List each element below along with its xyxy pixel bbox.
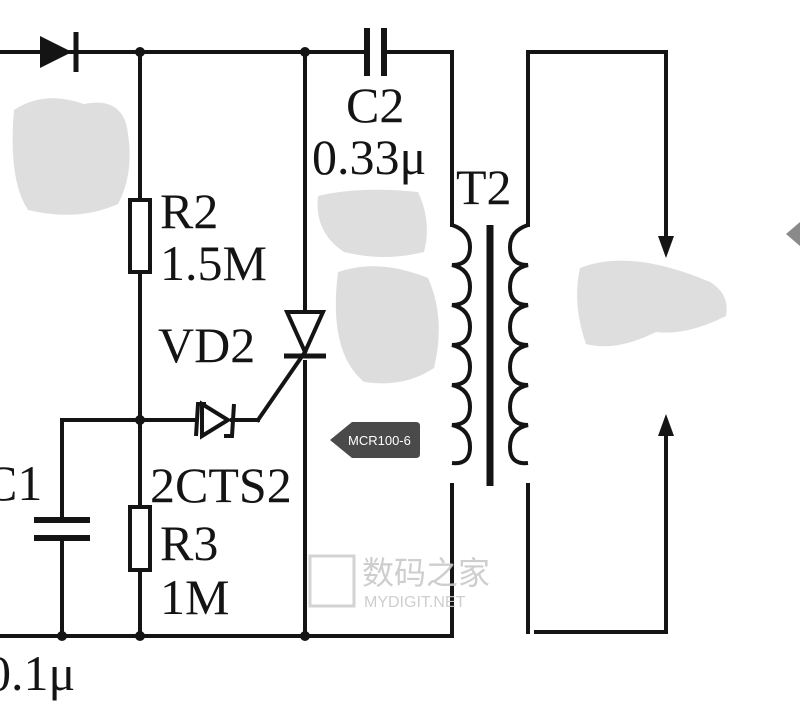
secondary-winding [507, 223, 529, 466]
scr-thyristor [283, 310, 327, 359]
resistor-r3 [128, 505, 152, 572]
label-r2-value: 1.5M [160, 235, 267, 291]
part-callout: MCR100-6 [330, 422, 420, 458]
edge-arrow-fragment [786, 222, 800, 246]
label-r3-value: 1M [160, 569, 229, 625]
label-c1-value: 0.1μ [0, 645, 75, 701]
zener-diode-vd2 [194, 400, 236, 440]
wire-gate [255, 349, 308, 423]
label-c2-value: 0.33μ [312, 129, 426, 185]
junction-dots [57, 47, 310, 641]
spark-gap-arrows [658, 236, 674, 436]
label-c2-name: C2 [346, 77, 404, 133]
label-zener-part: 2CTS2 [150, 457, 292, 513]
transformer-t2 [451, 223, 529, 486]
redaction-blobs [12, 98, 727, 384]
watermark-logo [308, 554, 356, 608]
watermark-cn: 数码之家 [362, 555, 490, 591]
label-r2-name: R2 [160, 183, 218, 239]
label-t2: T2 [456, 159, 512, 215]
label-r3-name: R3 [160, 515, 218, 571]
label-vd2: VD2 [158, 317, 255, 373]
label-c1-name: C1 [0, 455, 42, 511]
watermark: 数码之家 MYDIGIT.NET [308, 554, 490, 611]
diode-vd1 [40, 32, 79, 72]
capacitor-c2 [364, 28, 387, 76]
callout-text: MCR100-6 [348, 433, 411, 448]
watermark-en: MYDIGIT.NET [364, 594, 466, 611]
primary-winding [451, 223, 473, 466]
resistor-r2 [128, 198, 152, 274]
capacitor-c1 [34, 517, 90, 541]
